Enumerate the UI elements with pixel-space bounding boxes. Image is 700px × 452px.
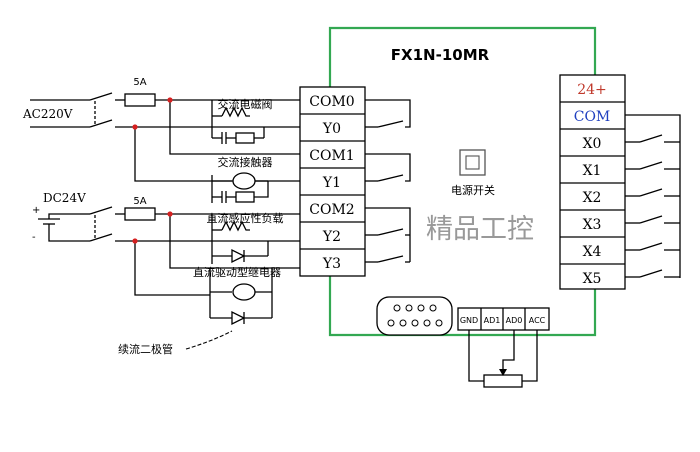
terminal-y2: Y2 [322,229,341,245]
terminal-x1: X1 [583,163,602,179]
dc-minus-sign: - [32,232,36,243]
terminal-x3: X3 [583,217,602,233]
terminal-com2: COM2 [309,202,354,218]
terminal-acc: ACC [529,316,546,325]
contactor-symbol [211,172,269,203]
dc-supply-label: DC24V [43,191,86,205]
internal-output-contacts [365,99,411,263]
power-switch-icon [459,149,486,176]
terminal-ad1: AD1 [484,316,501,325]
relay-symbol [209,268,273,326]
terminal-24v: 24+ [577,82,607,98]
plc-model-label: FX1N-10MR [391,46,490,64]
input-switches [625,114,681,278]
terminal-com1: COM1 [309,148,354,164]
input-terminal-block: 24+ COM X0 X1 X2 X3 X4 X5 [559,74,626,290]
dc-plus-sign: + [32,205,40,216]
potentiometer [468,330,538,388]
terminal-com0: COM0 [309,94,354,110]
terminal-x5: X5 [583,271,602,287]
ac-fuse-label: 5A [133,77,146,88]
dc-supply-circuit [38,206,300,296]
terminal-y0: Y0 [322,121,341,137]
terminal-y3: Y3 [322,256,341,272]
terminal-x2: X2 [583,190,602,206]
junction-dots [132,97,173,244]
solenoid-label: 交流电磁阀 [218,97,273,111]
terminal-x0: X0 [583,136,602,152]
power-switch-label: 电源开关 [451,183,495,197]
ac-supply-label: AC220V [22,107,73,121]
terminal-com-input: COM [574,109,611,125]
watermark: 精品工控 [426,214,534,245]
diode-label: 续流二极管 [118,342,173,356]
dc-fuse-label: 5A [133,196,146,207]
terminal-gnd: GND [460,316,478,325]
solenoid-valve-symbol [211,100,265,144]
output-terminal-block: COM0 Y0 COM1 Y1 COM2 Y2 Y3 [299,86,366,277]
relay-label: 直流驱动型继电器 [193,265,281,279]
terminal-ad0: AD0 [506,316,523,325]
inductive-load-label: 直流感应性负载 [207,211,284,225]
inductive-load-symbol [211,214,269,264]
diode-callout-line [185,330,233,350]
terminal-y1: Y1 [322,175,341,191]
contactor-label: 交流接触器 [218,155,273,169]
terminal-x4: X4 [583,244,602,260]
serial-port-icon [376,296,453,336]
analog-terminal-block: GND AD1 AD0 ACC [457,307,550,331]
